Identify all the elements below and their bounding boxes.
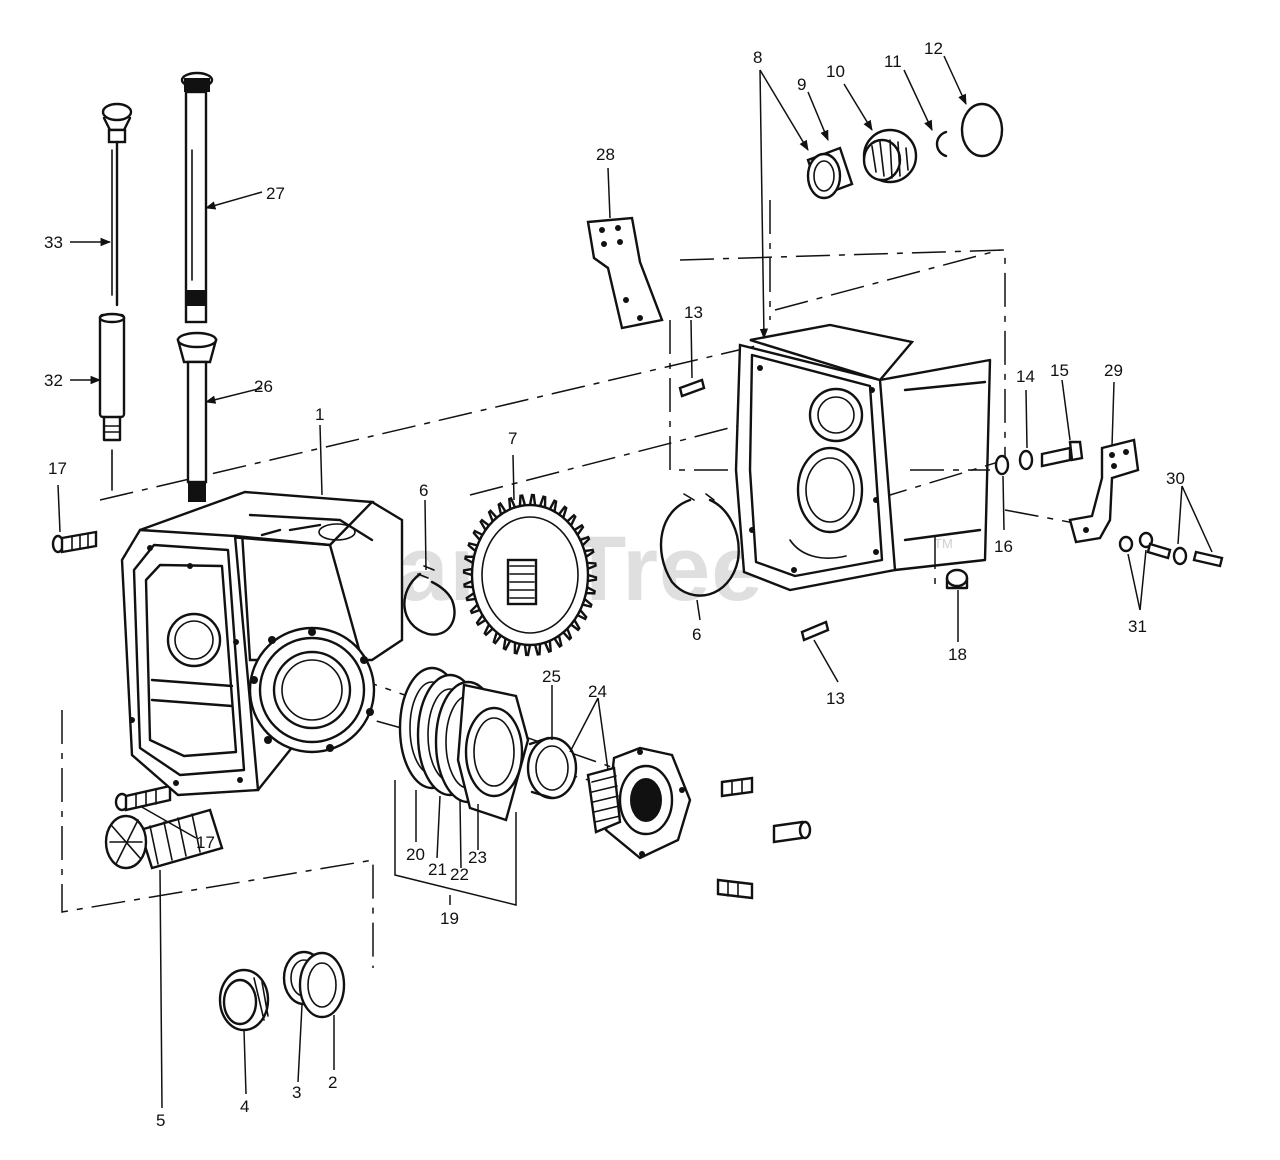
spur-gear xyxy=(462,493,598,657)
callout-27: 27 xyxy=(266,184,285,203)
callout-21: 21 xyxy=(428,860,447,879)
callout-4: 4 xyxy=(240,1097,249,1116)
callout-6-left: 6 xyxy=(419,481,428,500)
callout-15: 15 xyxy=(1050,361,1069,380)
bearing-cup xyxy=(526,736,578,800)
mounting-bracket-right xyxy=(1068,438,1140,544)
callout-28: 28 xyxy=(596,145,615,164)
bearing-cup-2 xyxy=(298,951,346,1019)
callout-1: 1 xyxy=(315,405,324,424)
watermark-trademark: TM xyxy=(934,536,953,551)
callout-22: 22 xyxy=(450,865,469,884)
shifter-shaft xyxy=(180,71,214,324)
cover-bolt-1 xyxy=(720,776,754,798)
bearing-cover-plate xyxy=(586,746,692,860)
callout-32: 32 xyxy=(44,371,63,390)
mounting-bracket-left xyxy=(586,216,664,330)
callout-11: 11 xyxy=(884,52,902,71)
drain-plug xyxy=(945,568,969,590)
screw-31b xyxy=(1138,531,1172,560)
callout-12: 12 xyxy=(924,39,943,58)
callout-26: 26 xyxy=(254,377,273,396)
dipstick-tube xyxy=(98,312,126,491)
callout-3: 3 xyxy=(292,1083,301,1102)
nut-31a xyxy=(1118,535,1134,553)
callout-30: 30 xyxy=(1166,469,1185,488)
callout-17-lower: 17 xyxy=(196,833,215,852)
retaining-ring-right xyxy=(659,493,740,597)
washer-16 xyxy=(994,454,1010,476)
pinion-gear-shaft xyxy=(104,808,224,870)
gear-tooth xyxy=(528,493,537,507)
callout-6-right: 6 xyxy=(692,625,701,644)
bearing-race xyxy=(806,146,854,200)
callout-31: 31 xyxy=(1128,617,1147,636)
snap-ring xyxy=(935,130,948,158)
callout-29: 29 xyxy=(1104,361,1123,380)
washer-14 xyxy=(1018,449,1034,471)
callout-33: 33 xyxy=(44,233,63,252)
callout-labels: 1 2 3 4 5 6 6 7 8 9 10 11 12 13 13 14 15… xyxy=(44,39,1185,1130)
gasket-stack xyxy=(398,666,530,822)
callout-14: 14 xyxy=(1016,367,1035,386)
callout-18: 18 xyxy=(948,645,967,664)
callout-10: 10 xyxy=(826,62,845,81)
gear-tooth xyxy=(523,643,532,657)
dowel-pin-lower xyxy=(800,620,830,642)
bearing-cone-4 xyxy=(218,968,270,1032)
callout-13-lower: 13 xyxy=(826,689,845,708)
callout-25: 25 xyxy=(542,667,561,686)
callout-13-upper: 13 xyxy=(684,303,703,322)
callout-24: 24 xyxy=(588,682,607,701)
bolt-upper xyxy=(51,530,98,554)
cover-bolt-3 xyxy=(716,878,754,900)
leader-lines xyxy=(57,55,1213,1109)
transmission-housing-right xyxy=(734,323,992,592)
tapered-roller-bearing xyxy=(862,128,918,184)
callout-8: 8 xyxy=(753,48,762,67)
dipstick xyxy=(101,102,133,307)
callout-16: 16 xyxy=(994,537,1013,556)
bolt-lower xyxy=(114,784,172,812)
callout-5: 5 xyxy=(156,1111,165,1130)
screw-30 xyxy=(1172,546,1224,568)
callout-19: 19 xyxy=(440,909,459,928)
callout-9: 9 xyxy=(797,75,806,94)
shift-rod xyxy=(176,331,218,502)
transmission-housing-left xyxy=(120,490,404,797)
cover-bolt-2 xyxy=(772,820,812,844)
seal-cap xyxy=(960,102,1004,158)
callout-7: 7 xyxy=(508,429,517,448)
callout-23: 23 xyxy=(468,848,487,867)
hex-bolt-15 xyxy=(1040,440,1084,468)
callout-2: 2 xyxy=(328,1073,337,1092)
dowel-pin-upper xyxy=(678,378,706,398)
callout-20: 20 xyxy=(406,845,425,864)
callout-17-upper: 17 xyxy=(48,459,67,478)
